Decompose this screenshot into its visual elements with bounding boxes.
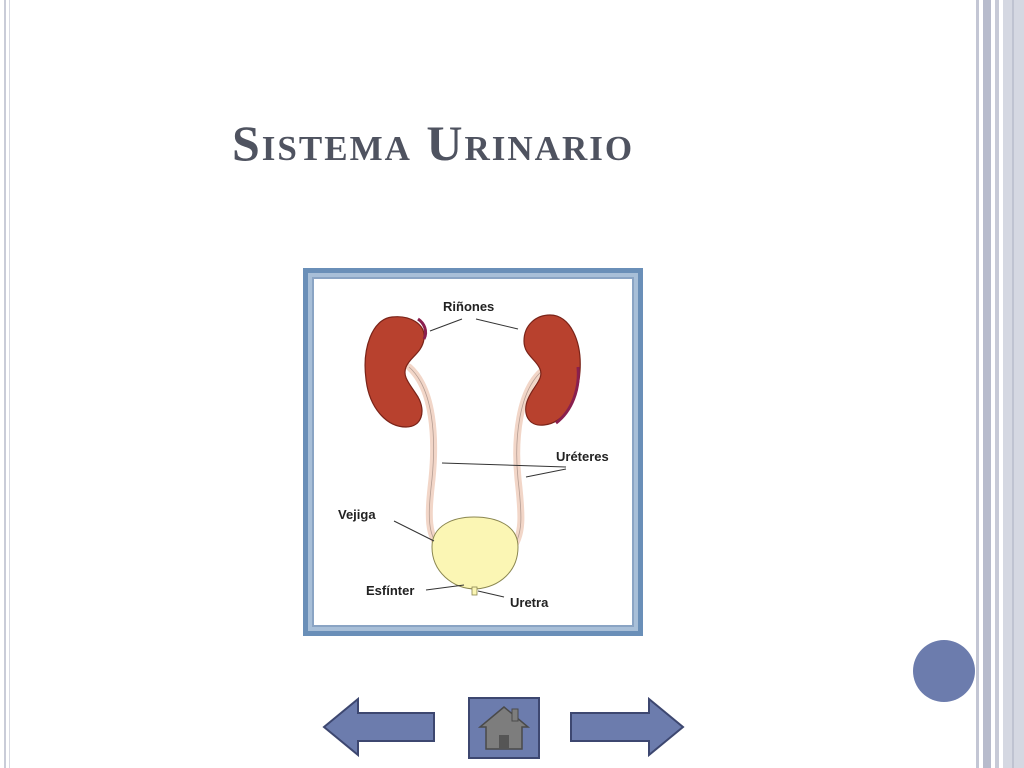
bladder: [431, 516, 519, 590]
ureter-pointer-right: [525, 468, 567, 478]
left-border-line-inner: [9, 0, 10, 768]
right-decor-bar: [976, 0, 979, 768]
label-ureters: Uréteres: [556, 449, 609, 464]
right-decor-bar: [995, 0, 999, 768]
label-bladder: Vejiga: [338, 507, 376, 522]
right-decor-bar: [983, 0, 991, 768]
left-kidney-shadow: [417, 317, 428, 340]
figure-inner-border: Riñones Uréteres Vejiga Esfínter Uretra: [308, 273, 638, 631]
slide-title: Sistema Urinario: [232, 115, 635, 171]
previous-slide-button[interactable]: [322, 696, 436, 758]
label-urethra: Uretra: [510, 595, 549, 610]
left-kidney: [364, 316, 425, 428]
right-arrow-icon: [570, 696, 685, 758]
decor-circle: [913, 640, 975, 702]
figure-canvas: Riñones Uréteres Vejiga Esfínter Uretra: [312, 277, 634, 627]
left-border-line: [4, 0, 6, 768]
ureter-pointer-left: [441, 462, 567, 468]
right-kidney-shadow: [555, 366, 580, 425]
urethra-pointer: [477, 590, 505, 598]
label-kidneys: Riñones: [443, 299, 494, 314]
right-kidney: [523, 314, 581, 426]
kidney-pointer-left: [429, 318, 463, 332]
left-arrow-icon: [322, 696, 435, 758]
home-icon: [468, 697, 540, 759]
urinary-system-figure: Riñones Uréteres Vejiga Esfínter Uretra: [303, 268, 643, 636]
urethra-stub: [471, 586, 478, 596]
sphincter-pointer: [425, 584, 465, 591]
bladder-pointer: [393, 520, 435, 542]
urinary-diagram: Riñones Uréteres Vejiga Esfínter Uretra: [338, 299, 609, 610]
next-slide-button[interactable]: [569, 696, 685, 758]
label-sphincter: Esfínter: [366, 583, 414, 598]
home-button[interactable]: [468, 697, 540, 759]
kidney-pointer-right: [475, 318, 519, 330]
right-ureter-outline: [509, 370, 543, 552]
left-ureter-outline: [408, 366, 445, 552]
right-decor-bar: [1012, 0, 1014, 768]
